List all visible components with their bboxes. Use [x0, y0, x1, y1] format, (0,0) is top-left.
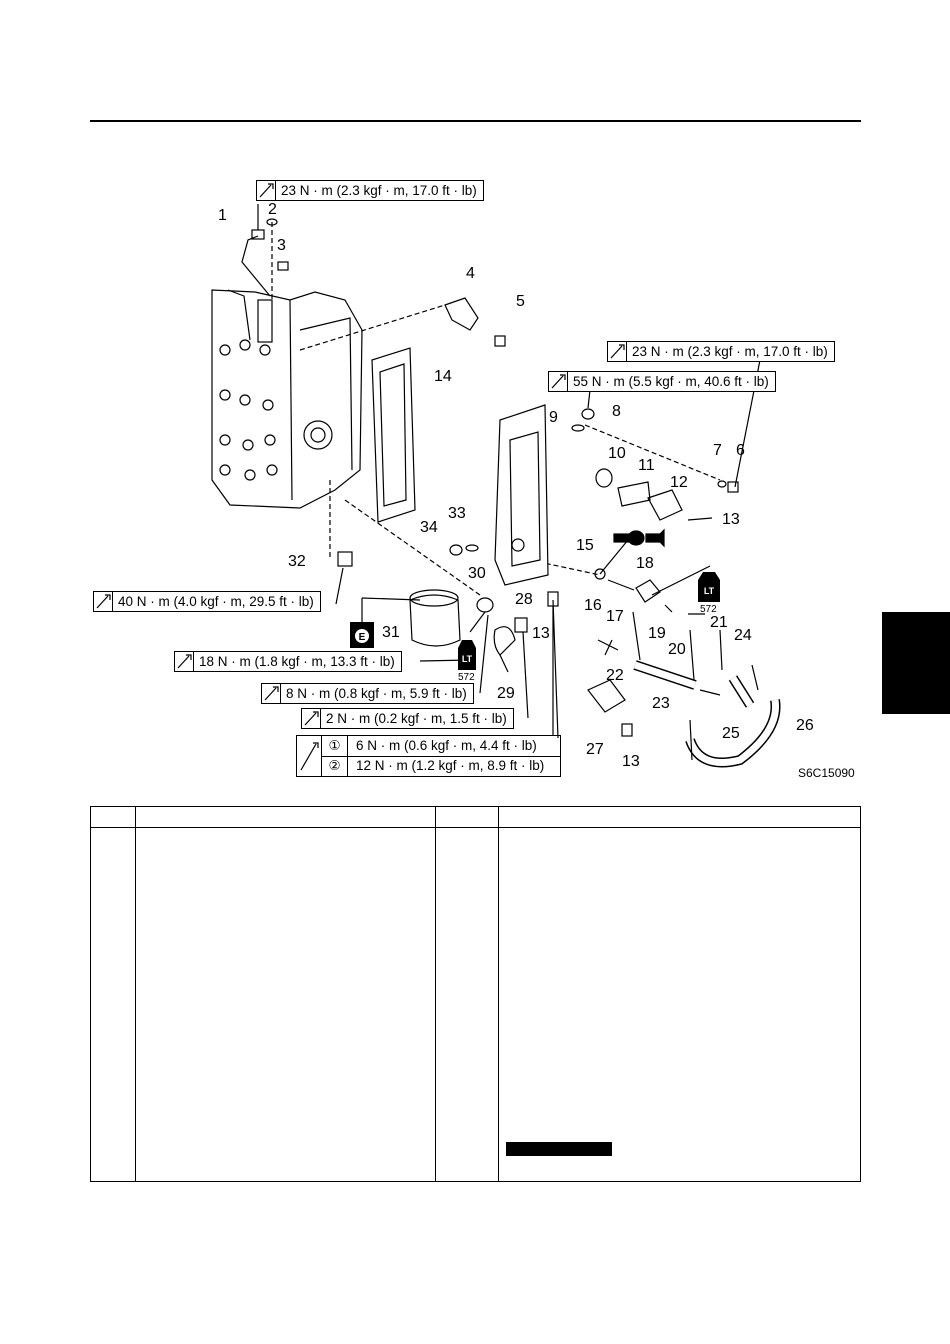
callout-1: 1 [218, 207, 227, 224]
callout-15: 15 [576, 537, 594, 554]
exploded-diagram: LT LT E 1 2 3 4 5 6 7 8 9 10 11 12 13 14… [211, 201, 814, 770]
svg-text:572: 572 [458, 672, 475, 683]
callout-33: 33 [448, 505, 466, 522]
callout-3: 3 [277, 237, 286, 254]
callout-5: 5 [516, 293, 525, 310]
redaction-bar [506, 1142, 612, 1156]
loctite-symbol: LT LT [458, 572, 720, 670]
table-header-divider [91, 827, 860, 828]
callout-18: 18 [636, 555, 654, 572]
header-rule [90, 120, 861, 122]
torque-wrench-icon [302, 709, 321, 728]
callout-13c: 13 [622, 753, 640, 770]
svg-text:572: 572 [700, 604, 717, 615]
callout-34: 34 [420, 519, 438, 536]
torque-wrench-icon [608, 342, 627, 361]
callout-19: 19 [648, 625, 666, 642]
torque-spec-6: 8 N · m (0.8 kgf · m, 5.9 ft · lb) [261, 683, 474, 704]
callout-16: 16 [584, 597, 602, 614]
callout-2: 2 [268, 201, 277, 218]
torque-spec-1: 23 N · m (2.3 kgf · m, 17.0 ft · lb) [256, 180, 484, 201]
torque-wrench-icon [257, 181, 276, 200]
table-column-divider [498, 807, 499, 1181]
callout-23: 23 [652, 695, 670, 712]
callout-7: 7 [713, 442, 722, 459]
svg-text:LT: LT [462, 654, 473, 664]
table-column-divider [435, 807, 436, 1181]
torque-wrench-icon [94, 592, 113, 611]
callout-4: 4 [466, 265, 475, 282]
torque-wrench-icon [297, 736, 322, 776]
callout-27: 27 [586, 741, 604, 758]
table-column-divider [135, 807, 136, 1181]
callout-26: 26 [796, 717, 814, 734]
callout-12: 12 [670, 474, 688, 491]
callout-10: 10 [608, 445, 626, 462]
parts-table [90, 806, 861, 1182]
callout-8: 8 [612, 403, 621, 420]
callout-11: 11 [638, 457, 655, 474]
torque-wrench-icon [549, 372, 568, 391]
torque-spec-4: 40 N · m (4.0 kgf · m, 29.5 ft · lb) [93, 591, 321, 612]
engine-oil-symbol: E [350, 622, 374, 648]
callout-24: 24 [734, 627, 752, 644]
callout-20: 20 [668, 641, 686, 658]
svg-text:E: E [359, 632, 366, 643]
torque-wrench-icon [262, 684, 281, 703]
callout-30: 30 [468, 565, 486, 582]
callout-13a: 13 [722, 511, 740, 528]
callout-31: 31 [382, 624, 400, 641]
callout-22: 22 [606, 667, 624, 684]
callout-28: 28 [515, 591, 533, 608]
callout-9: 9 [549, 409, 558, 426]
torque-spec-7: 2 N · m (0.2 kgf · m, 1.5 ft · lb) [301, 708, 514, 729]
callout-13b: 13 [532, 625, 550, 642]
chapter-tab [882, 612, 950, 714]
torque-spec-3: 55 N · m (5.5 kgf · m, 40.6 ft · lb) [548, 371, 776, 392]
figure-code: S6C15090 [798, 766, 855, 780]
callout-6: 6 [736, 442, 745, 459]
callout-14: 14 [434, 368, 452, 385]
callout-29: 29 [497, 685, 515, 702]
callout-32: 32 [288, 553, 306, 570]
torque-spec-2: 23 N · m (2.3 kgf · m, 17.0 ft · lb) [607, 341, 835, 362]
svg-text:LT: LT [704, 586, 715, 596]
callout-21: 21 [710, 614, 728, 631]
torque-spec-5: 18 N · m (1.8 kgf · m, 13.3 ft · lb) [174, 651, 402, 672]
callout-25: 25 [722, 725, 740, 742]
torque-wrench-icon [175, 652, 194, 671]
callout-17: 17 [606, 608, 624, 625]
